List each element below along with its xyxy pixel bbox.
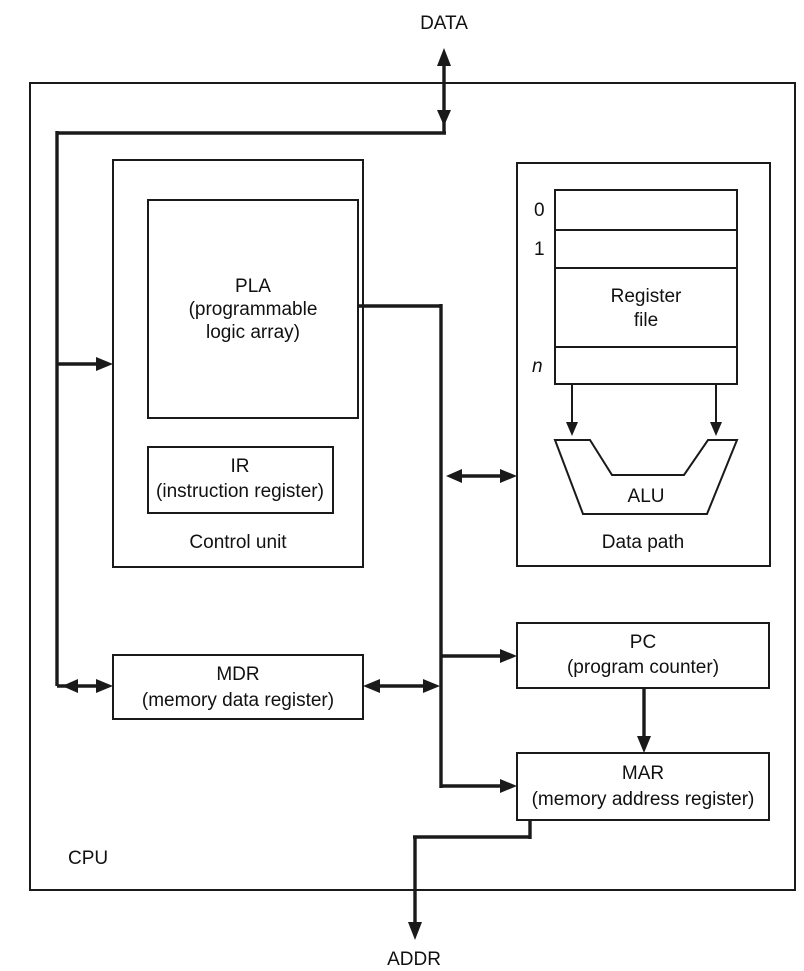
register-file [554, 189, 738, 385]
data-path-box [516, 162, 771, 567]
control-unit-arrow [96, 357, 113, 371]
pc-to-mar-arrow [637, 736, 651, 753]
mdr-left-arrow-right [96, 679, 113, 693]
control-unit-box [112, 159, 364, 568]
internal-bus-wires [358, 304, 646, 925]
mdr-box [112, 654, 364, 720]
mar-box [516, 752, 770, 821]
addr-signal-label: ADDR [387, 949, 441, 970]
register-file-label-2: file [634, 310, 658, 331]
register-index-n: n [532, 356, 543, 377]
regfile-alu-arrow-right [710, 422, 722, 436]
mar-title: MAR [622, 763, 664, 784]
mar-desc: (memory address register) [532, 789, 755, 810]
datapath-arrow-left [446, 469, 462, 483]
register-file-label-1: Register [611, 286, 682, 307]
arrowheads [62, 48, 722, 940]
register-index-1: 1 [534, 239, 545, 260]
data-arrow-down [437, 110, 451, 126]
mdr-bus-arrow-right [423, 679, 440, 693]
pla-box [147, 199, 359, 419]
cpu-label: CPU [68, 848, 108, 869]
regfile-alu-arrow-left [566, 422, 578, 436]
control-unit-label: Control unit [189, 532, 287, 553]
addr-arrow [408, 922, 422, 940]
pc-title: PC [630, 632, 656, 653]
mdr-bus-arrow-left [363, 679, 380, 693]
datapath-arrow-right [500, 469, 517, 483]
pla-desc-2: logic array) [206, 322, 300, 343]
pc-desc: (program counter) [567, 657, 719, 678]
mdr-title: MDR [216, 664, 259, 685]
pc-arrow [500, 649, 517, 663]
ir-box [147, 446, 334, 514]
cpu-boundary [29, 82, 796, 891]
ir-desc: (instruction register) [156, 481, 324, 502]
data-signal-label: DATA [420, 13, 468, 34]
pla-title: PLA [235, 276, 271, 297]
register-index-0: 0 [534, 200, 545, 221]
mar-arrow [500, 779, 517, 793]
pla-desc-1: (programmable [189, 299, 318, 320]
ir-title: IR [231, 456, 250, 477]
data-arrow-up [437, 48, 451, 66]
alu-label: ALU [628, 486, 665, 507]
register-to-alu-wires [571, 384, 717, 426]
mdr-left-arrow-left [62, 679, 78, 693]
alu-shape [553, 439, 739, 515]
mdr-desc: (memory data register) [142, 690, 334, 711]
data-bus-wires [55, 64, 446, 688]
data-path-label: Data path [602, 532, 684, 553]
